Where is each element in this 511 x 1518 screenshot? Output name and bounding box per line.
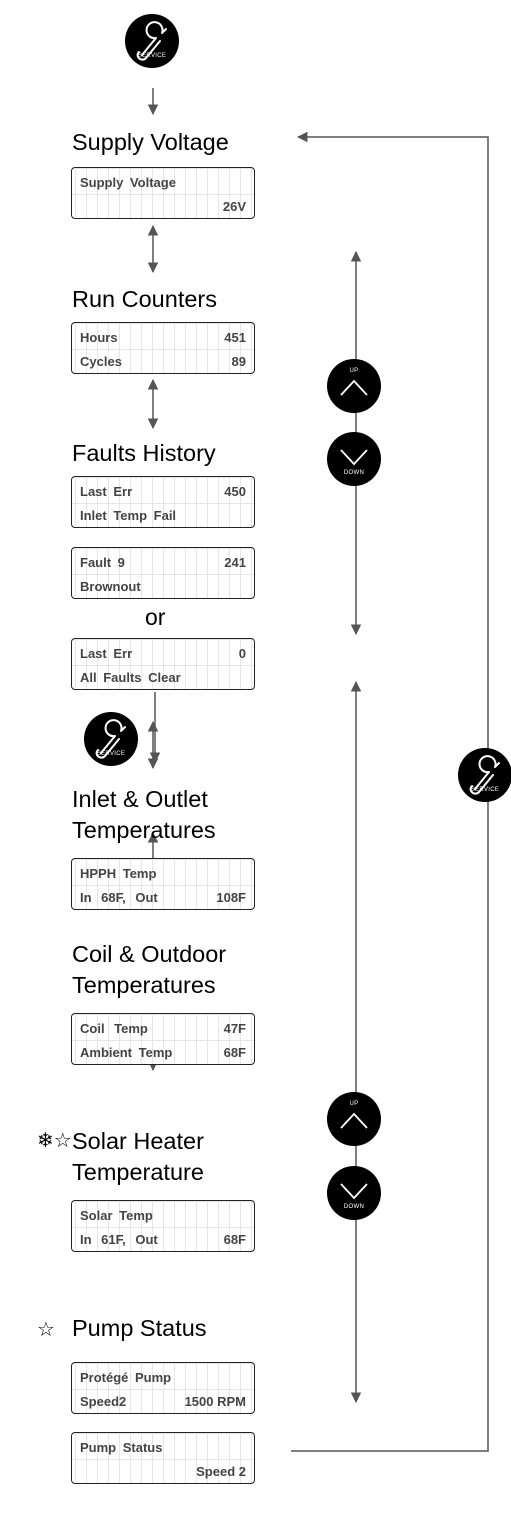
supply-voltage-title: Supply Voltage (72, 129, 229, 155)
pump-display-status: Pump Status Speed 2 (71, 1432, 255, 1484)
coil-outdoor-title-line2: Temperatures (72, 972, 216, 998)
down-button-label: DOWN (343, 1204, 365, 1210)
service-button-loop[interactable]: SERVICE (458, 748, 511, 802)
pump-status-title: Pump Status (72, 1315, 207, 1341)
display-line-1: Supply Voltage (80, 174, 176, 190)
display-line-2: 26V (222, 198, 246, 214)
display-line-2: Speed 2 (196, 1463, 246, 1479)
service-button-label: SERVICE (470, 787, 500, 793)
star-icon: ☆ (37, 1317, 55, 1341)
up-button-upper[interactable]: UP (327, 359, 381, 413)
run-counters-title: Run Counters (72, 286, 217, 312)
wrench-icon (469, 755, 500, 795)
faults-history-title: Faults History (72, 440, 216, 466)
chevron-up-icon (340, 379, 368, 396)
solar-heater-title-line2: Temperature (72, 1159, 204, 1185)
down-button-lower[interactable]: DOWN (327, 1166, 381, 1220)
snowflake-star-icon: ❄☆ (37, 1128, 72, 1152)
up-button-label: UP (349, 1101, 359, 1107)
down-button-label: DOWN (343, 470, 365, 476)
display-line-2: Brownout (80, 578, 141, 594)
up-button-lower[interactable]: UP (327, 1092, 381, 1146)
display-line-1: Pump Status (80, 1439, 163, 1455)
or-connector-text: or (145, 604, 166, 630)
chevron-up-icon (340, 1112, 368, 1129)
display-line-1: Solar Temp (80, 1207, 153, 1223)
display-line-2: Inlet Temp Fail (80, 507, 177, 523)
service-button-faults[interactable]: SERVICE (84, 712, 138, 766)
solar-heater-title-line1: Solar Heater (72, 1128, 204, 1154)
display-line-1: Protégé Pump (80, 1369, 172, 1385)
supply-voltage-display: Supply Voltage 26V (71, 167, 255, 219)
down-button-upper[interactable]: DOWN (327, 432, 381, 486)
coil-outdoor-title-line1: Coil & Outdoor (72, 941, 227, 967)
service-button-top[interactable]: SERVICE (125, 14, 179, 68)
wrench-icon (136, 21, 167, 61)
inlet-outlet-title-line2: Temperatures (72, 817, 216, 843)
inlet-outlet-title-line1: Inlet & Outlet (72, 786, 208, 812)
display-line-1: HPPH Temp (80, 865, 157, 881)
chevron-down-icon (340, 1183, 368, 1200)
service-button-label: SERVICE (96, 751, 126, 757)
service-button-label: SERVICE (137, 53, 167, 59)
wrench-icon (95, 719, 126, 759)
display-line-2: All Faults Clear (80, 669, 181, 685)
chevron-down-icon (340, 449, 368, 466)
up-button-label: UP (349, 368, 359, 374)
